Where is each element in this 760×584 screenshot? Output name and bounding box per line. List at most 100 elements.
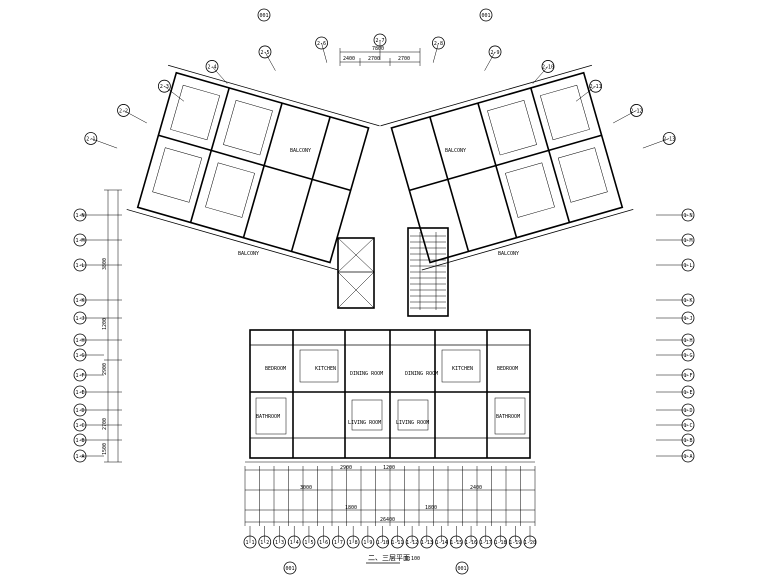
axis-bubble [681, 233, 695, 247]
axis-label: 1-K [75, 298, 84, 304]
axis-label: 2-7 [375, 38, 384, 44]
left-dimensions: 1500 2700 2900 1200 3800 [102, 189, 122, 463]
axis-bubble [302, 535, 316, 549]
room-label-bathroom-left: BATHROOM [256, 414, 280, 420]
axis-bubble [464, 535, 478, 549]
axis-label: 1-B [75, 438, 84, 444]
axis-label: 2-6 [317, 41, 326, 47]
axis-label: 1-J [683, 316, 692, 322]
room-label-living-left: LIVING ROOM [348, 420, 381, 426]
axis-bubble [479, 535, 493, 549]
callout-markers: 001 001 001 001 [257, 8, 493, 575]
axis-label: 1-G [75, 353, 84, 359]
axis-bubble [205, 60, 219, 73]
axis-label: 2-12 [630, 108, 642, 114]
axis-label: 1-M [75, 238, 84, 244]
axis-bubble [73, 385, 87, 399]
room-label-kitchen-right: KITCHEN [452, 366, 473, 372]
axis-label: 1-F [683, 373, 692, 379]
axis-line [642, 138, 670, 149]
axis-bubble [117, 104, 130, 117]
dim-bottom-f: 2400 [470, 485, 482, 491]
axis-label: 2-8 [434, 41, 443, 47]
axis-label: 1-17 [480, 540, 492, 546]
room-label-kitchen-left: KITCHEN [315, 366, 336, 372]
axis-label: 1-D [75, 408, 84, 414]
axis-label: 2-13 [663, 136, 675, 142]
axis-label: 1-7 [334, 540, 343, 546]
drawing-scale: 1:100 [405, 556, 420, 562]
axis-label: 1-M [683, 238, 692, 244]
axis-label: 1-10 [377, 540, 389, 546]
callout-bottom-left: 001 [285, 566, 294, 572]
axis-label: 1-19 [509, 540, 521, 546]
axis-label: 1-20 [524, 540, 536, 546]
axis-label: 2-11 [590, 84, 602, 90]
room-label-balcony-left-lower: BALCONY [238, 251, 259, 257]
axis-bubble [73, 233, 87, 247]
axis-label: 1-5 [304, 540, 313, 546]
axis-bubble [494, 535, 507, 549]
axis-bubble [390, 535, 404, 549]
axis-bubble [332, 535, 345, 549]
axis-bubble [373, 33, 387, 47]
callout-top-left: 001 [259, 13, 268, 19]
axis-bubble [681, 293, 695, 307]
room-label-bathroom-right: BATHROOM [496, 414, 520, 420]
axis-label: 1-G [683, 353, 692, 359]
axis-bubble [73, 418, 87, 432]
axis-bubble [73, 433, 87, 447]
axis-bubble [73, 348, 87, 362]
axis-bubble [73, 368, 87, 382]
dim-bottom-c: 3000 [300, 485, 312, 491]
axis-bubble [681, 311, 695, 325]
axis-label: 1-D [683, 408, 692, 414]
axis-bubble [681, 348, 695, 362]
axis-label: 1-2 [260, 540, 269, 546]
axis-bubble [361, 535, 375, 549]
dim-left-a: 1500 [102, 443, 108, 455]
axis-label: 1-12 [406, 540, 418, 546]
axis-bubble [541, 60, 555, 73]
axis-bubble [73, 311, 87, 325]
axis-label: 1-15 [450, 540, 462, 546]
drawing-title-block: 二、三层平面 1:100 [366, 554, 420, 564]
axis-bubble [523, 535, 537, 549]
axis-line [211, 66, 228, 84]
left-wing [126, 64, 380, 271]
room-label-balcony-right-lower: BALCONY [498, 251, 519, 257]
axis-bubble [432, 36, 445, 50]
axis-line [613, 110, 637, 124]
axis-bubble [315, 36, 328, 50]
axis-label: 1-6 [319, 540, 328, 546]
axis-label: 1-13 [421, 540, 433, 546]
bottom-dimensions: 2900 1200 3000 1800 1800 2400 26400 [244, 465, 536, 526]
axis-label: 1-14 [436, 540, 448, 546]
axis-label: 1-K [683, 298, 692, 304]
axis-bubble [681, 403, 695, 417]
dim-top-c: 2700 [398, 56, 410, 62]
dim-bottom-d: 1800 [345, 505, 357, 511]
axis-bubble [508, 535, 522, 549]
axis-bubble [681, 333, 695, 347]
axis-bubble [157, 79, 171, 93]
axis-line [264, 51, 276, 71]
room-label-bedroom-right: BEDROOM [497, 366, 518, 372]
axis-bubble [681, 385, 695, 399]
dim-bottom-e: 1800 [425, 505, 437, 511]
axis-line [484, 51, 496, 71]
callout-bottom-right: 001 [457, 566, 466, 572]
dim-top-total: 7800 [372, 46, 384, 52]
dim-left-e: 3800 [102, 258, 108, 270]
axis-label: 1-18 [495, 540, 507, 546]
axis-bubble [317, 535, 331, 549]
axis-bubble [287, 535, 301, 549]
axis-label: 1-B [683, 438, 692, 444]
axis-bubble [73, 449, 87, 463]
axis-label: 1-9 [363, 540, 372, 546]
drawing-title: 二、三层平面 [368, 554, 410, 562]
axis-label: 1-C [75, 423, 84, 429]
axis-label: 1-A [683, 454, 692, 460]
axis-bubble [681, 433, 695, 447]
axis-label: 1-J [75, 316, 84, 322]
